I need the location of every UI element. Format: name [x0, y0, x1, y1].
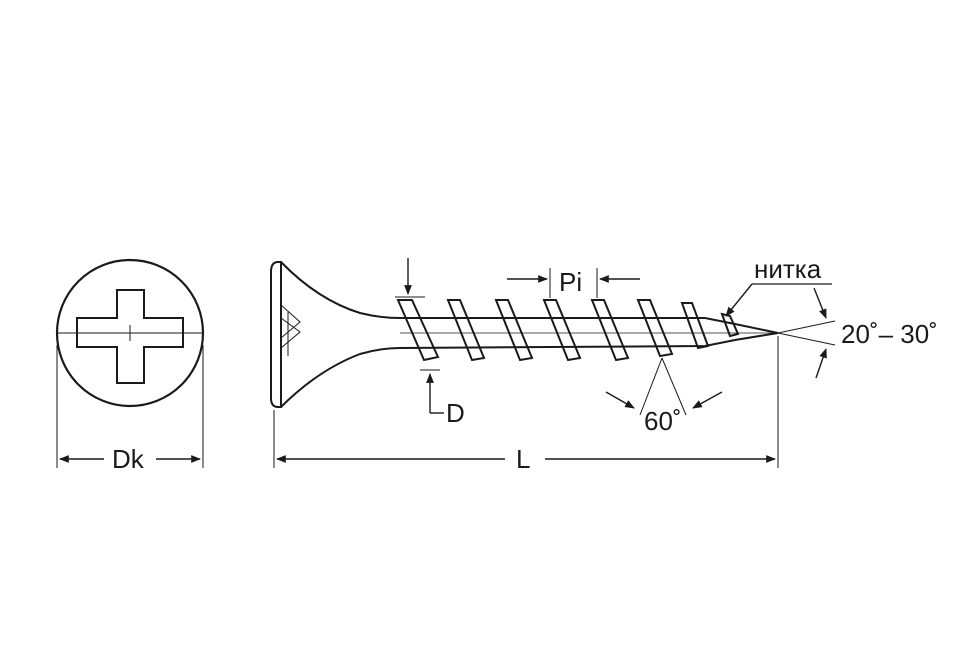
tip-angle-label: 20˚– 30˚	[841, 319, 938, 349]
thread-angle-label: 60˚	[644, 406, 682, 436]
screw-head-bugle	[280, 261, 401, 408]
d-label: D	[446, 398, 465, 428]
center-mark	[122, 325, 138, 341]
pi-dimension: Pi	[507, 267, 640, 298]
recess-hidden-lines	[280, 304, 301, 356]
thread-angle-dimension: 60˚	[605, 357, 723, 436]
l-dimension: L	[273, 336, 779, 474]
head-outline	[55, 258, 205, 408]
pi-label: Pi	[559, 267, 582, 297]
thread-start-label: нитка	[754, 254, 822, 284]
screw-threads	[396, 299, 740, 362]
d-dimension: D	[395, 258, 465, 428]
thread-start-callout: нитка	[725, 254, 832, 317]
dk-dimension: Dk	[56, 345, 204, 474]
l-label: L	[516, 444, 530, 474]
dk-label: Dk	[112, 444, 145, 474]
screw-side-view	[270, 261, 780, 408]
tip-angle-dimension: 20˚– 30˚	[777, 287, 938, 379]
phillips-cross-recess	[76, 289, 184, 384]
screw-head-flange	[270, 261, 282, 408]
screw-head-top-view	[55, 258, 205, 408]
